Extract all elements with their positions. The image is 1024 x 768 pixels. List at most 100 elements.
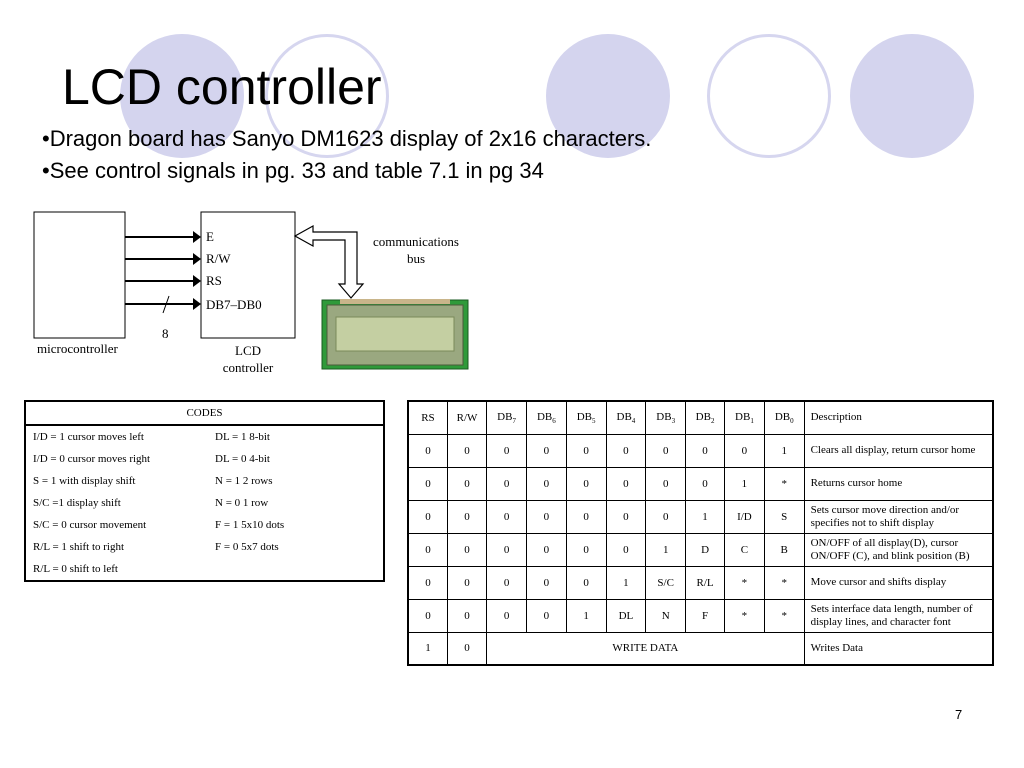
bit-cell: S <box>763 499 805 534</box>
bit-cell: 0 <box>446 565 488 600</box>
bit-cell: 0 <box>525 499 567 534</box>
bit-cell: D <box>685 532 726 567</box>
column-header: Description <box>803 400 994 435</box>
table-row: S/C =1 display shift N = 0 1 row <box>25 492 384 514</box>
bit-cell: 0 <box>407 598 448 633</box>
code-cell <box>208 558 384 581</box>
bit-cell: 0 <box>407 532 448 567</box>
code-cell: R/L = 0 shift to left <box>33 563 118 575</box>
description-cell: ON/OFF of all display(D), cursor ON/OFF … <box>803 532 994 567</box>
code-cell: DL = 0 4-bit <box>215 453 270 465</box>
bit-cell: C <box>724 532 765 567</box>
signal-arrows <box>125 236 194 305</box>
decor-circle-3 <box>546 34 670 158</box>
bit-cell: S/C <box>645 565 687 600</box>
bit-cell: B <box>763 532 805 567</box>
bit-cell: 0 <box>605 466 647 501</box>
bit-cell: 0 <box>446 532 488 567</box>
code-cell: N = 0 1 row <box>215 497 269 509</box>
bit-cell: 1 <box>763 433 805 468</box>
bit-cell: 1 <box>605 565 647 600</box>
microcontroller-label: microcontroller <box>37 341 118 356</box>
bullet-2: •See control signals in pg. 33 and table… <box>42 158 544 183</box>
description-cell: Returns cursor home <box>803 466 994 501</box>
bit-cell: I/D <box>724 499 765 534</box>
column-header: DB0 <box>763 400 805 435</box>
bit-cell: 0 <box>486 565 527 600</box>
code-cell: R/L = 1 shift to right <box>33 541 125 553</box>
column-header: DB6 <box>525 400 567 435</box>
lcd-controller-box <box>200 211 296 339</box>
bit-cell: F <box>685 598 726 633</box>
bit-cell: 0 <box>565 565 607 600</box>
bit-cell: 0 <box>446 433 488 468</box>
bit-cell: 0 <box>446 598 488 633</box>
bus-label-2: bus <box>406 251 426 266</box>
bit-cell: 1 <box>645 532 687 567</box>
column-header: DB5 <box>565 400 607 435</box>
column-header: R/W <box>446 400 488 435</box>
slide-title: LCD controller <box>62 59 382 115</box>
bit-cell: 0 <box>685 433 726 468</box>
bit-cell: 0 <box>605 433 647 468</box>
signal-rw-label: R/W <box>206 251 231 266</box>
bit-cell: 0 <box>486 532 527 567</box>
bit-cell: 0 <box>724 433 765 468</box>
bit-cell: 0 <box>605 499 647 534</box>
bit-cell: 0 <box>486 499 527 534</box>
bit-cell: 0 <box>525 433 567 468</box>
lcd-module <box>321 299 469 370</box>
bit-cell: 0 <box>605 532 647 567</box>
bus-slash <box>162 295 170 314</box>
table-row: R/L = 1 shift to right F = 0 5x7 dots <box>25 536 384 558</box>
column-header: RS <box>407 400 448 435</box>
lcd-block-diagram <box>33 211 469 370</box>
bit-cell: 0 <box>407 565 448 600</box>
bit-cell: 0 <box>565 466 607 501</box>
write-data-cell: WRITE DATA <box>486 631 805 666</box>
bit-cell: 1 <box>724 466 765 501</box>
bit-cell: 0 <box>645 499 687 534</box>
decor-circle-1 <box>120 34 244 158</box>
code-cell: F = 0 5x7 dots <box>215 541 279 553</box>
bit-cell: 1 <box>565 598 607 633</box>
bit-cell: 0 <box>486 466 527 501</box>
code-cell: DL = 1 8-bit <box>215 431 270 443</box>
bit-cell: 0 <box>446 466 488 501</box>
signal-e-label: E <box>206 229 214 244</box>
column-header: DB3 <box>645 400 687 435</box>
bit-cell: 0 <box>565 433 607 468</box>
microcontroller-box <box>33 211 126 339</box>
code-cell: S/C = 0 cursor movement <box>33 519 147 531</box>
column-header: DB1 <box>724 400 765 435</box>
bullet-1: •Dragon board has Sanyo DM1623 display o… <box>42 126 652 151</box>
column-header: DB7 <box>486 400 527 435</box>
description-cell: Clears all display, return cursor home <box>803 433 994 468</box>
bit-cell: 0 <box>446 631 488 666</box>
code-cell: S/C =1 display shift <box>33 497 121 509</box>
table-row: I/D = 0 cursor moves right DL = 0 4-bit <box>25 448 384 470</box>
bit-cell: 1 <box>407 631 448 666</box>
lcd-controller-label-1: LCD <box>235 343 261 358</box>
bit-cell: 0 <box>486 433 527 468</box>
decor-circle-5 <box>850 34 974 158</box>
code-cell: I/D = 0 cursor moves right <box>33 453 151 465</box>
signal-rs-label: RS <box>206 273 222 288</box>
code-cell: S = 1 with display shift <box>33 475 136 487</box>
bit-cell: R/L <box>685 565 726 600</box>
bit-cell: 0 <box>645 433 687 468</box>
bit-cell: 0 <box>645 466 687 501</box>
decor-circle-2 <box>265 34 389 158</box>
decor-circle-4 <box>707 34 831 158</box>
bit-cell: 0 <box>525 532 567 567</box>
